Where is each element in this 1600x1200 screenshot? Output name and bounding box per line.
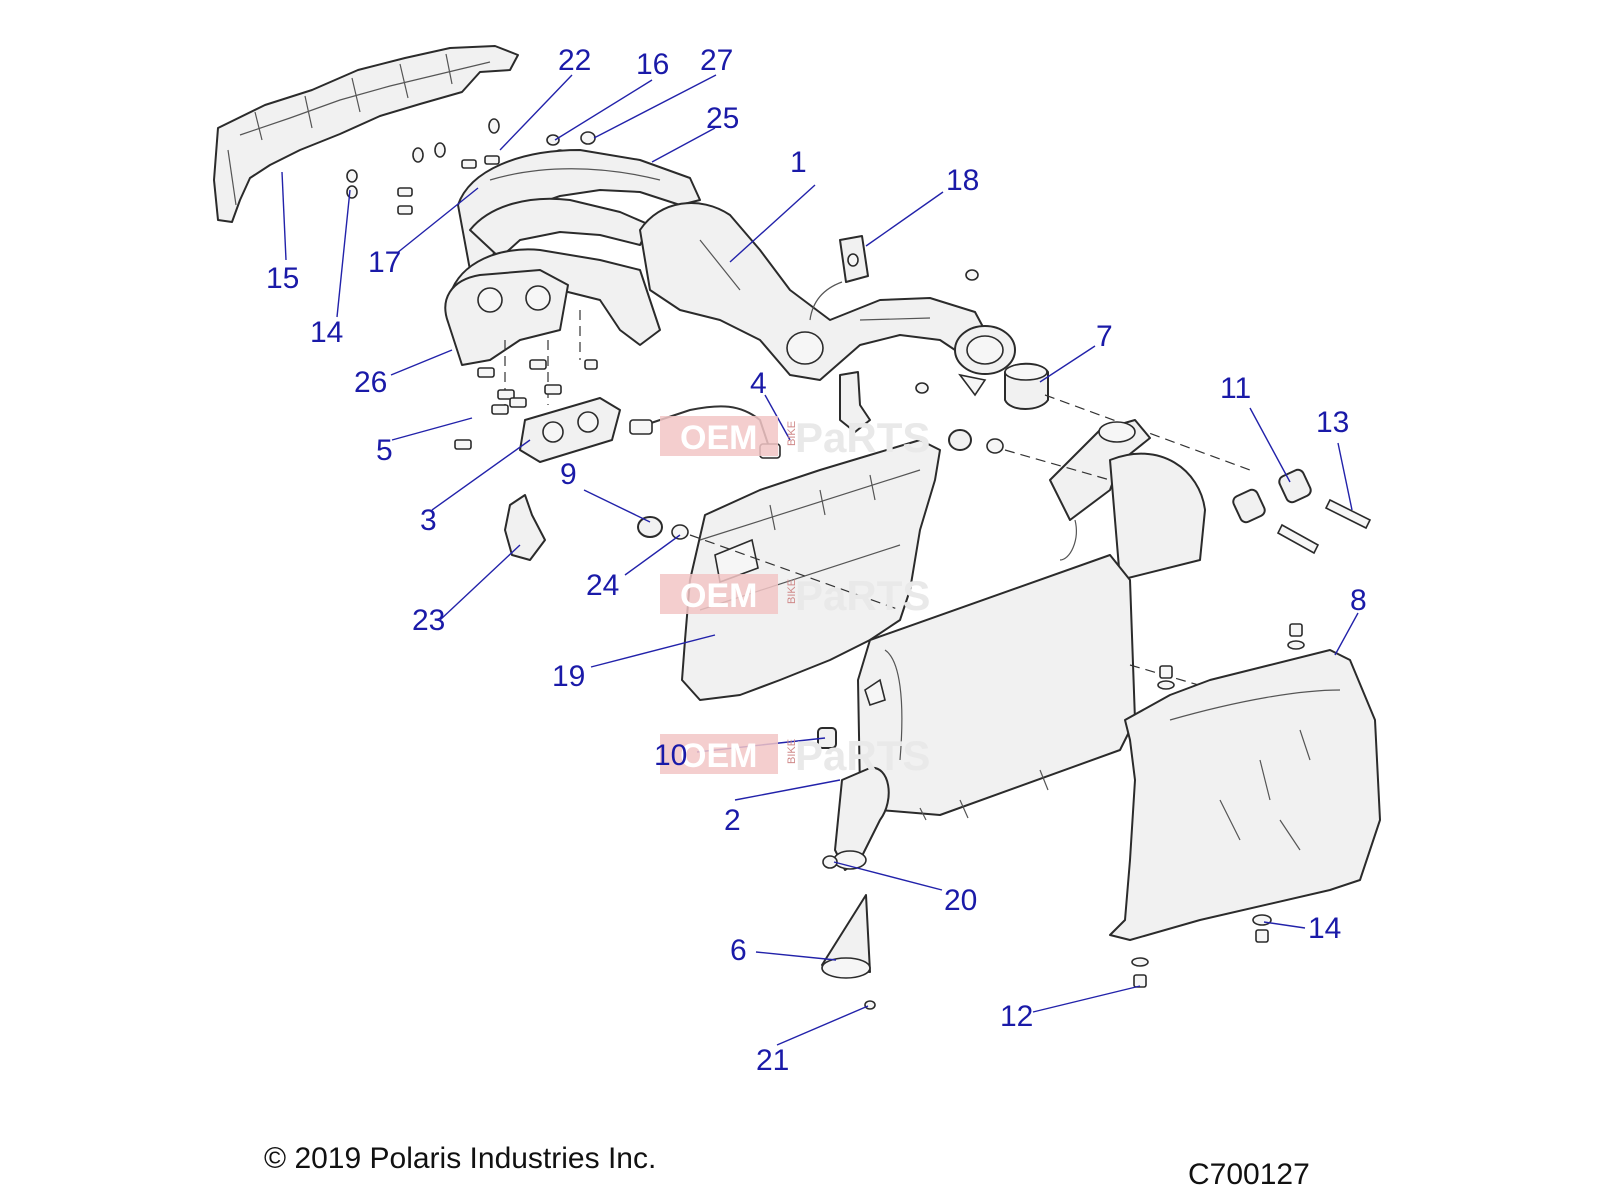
callout-12: 12 <box>1000 1000 1033 1033</box>
part-8-heat-shield <box>1109 649 1381 941</box>
callout-21: 21 <box>756 1044 789 1077</box>
part-18-hanger <box>809 235 869 321</box>
copyright-notice: © 2019 Polaris Industries Inc. <box>264 1142 657 1175</box>
callout-9: 9 <box>560 458 577 491</box>
clamp-bracket <box>839 371 871 433</box>
part-23-clamp <box>504 494 546 561</box>
callout-1: 1 <box>790 146 807 179</box>
centerline-7-11 <box>1044 394 1251 471</box>
callout-5: 5 <box>376 434 393 467</box>
callout-8: 8 <box>1350 584 1367 617</box>
part-15-heat-shield <box>213 45 519 223</box>
callout-22: 22 <box>558 44 591 77</box>
watermark-1: OEM BIKE PaRTS <box>660 414 930 461</box>
callout-13: 13 <box>1316 406 1349 439</box>
callout-2: 2 <box>724 804 741 837</box>
part-26-flange <box>444 269 581 405</box>
part-9-grommet <box>637 429 1004 540</box>
watermark-word-1: PaRTS <box>795 414 930 461</box>
callout-23: 23 <box>412 604 445 637</box>
callout-7: 7 <box>1096 320 1113 353</box>
callout-3: 3 <box>420 504 437 537</box>
callout-14-lower: 14 <box>1308 912 1341 945</box>
fastener-group-flange <box>454 359 598 450</box>
callout-20: 20 <box>944 884 977 917</box>
watermark-bike-1: BIKE <box>786 421 798 446</box>
centerline-9-grommet <box>689 534 901 611</box>
part-13-bolts <box>1276 498 1372 555</box>
watermark-brand-2: OEM <box>680 577 757 615</box>
watermark-3: OEM BIKE PaRTS <box>660 732 930 779</box>
part-3-gasket <box>519 397 621 463</box>
callout-17: 17 <box>368 246 401 279</box>
part-2-muffler <box>833 419 1206 871</box>
callout-19: 19 <box>552 660 585 693</box>
watermark-brand-3: OEM <box>680 737 757 775</box>
callout-15: 15 <box>266 262 299 295</box>
watermark-2: OEM BIKE PaRTS <box>660 572 930 619</box>
watermark-word-2: PaRTS <box>795 572 930 619</box>
callout-18: 18 <box>946 164 979 197</box>
callout-14-upper: 14 <box>310 316 343 349</box>
callout-6: 6 <box>730 934 747 967</box>
nut-small <box>915 382 929 394</box>
watermark-word-3: PaRTS <box>795 732 930 779</box>
part-1-catalytic-pipe <box>639 202 1016 397</box>
callout-16: 16 <box>636 48 669 81</box>
part-7-seal-ring <box>1004 362 1049 410</box>
callout-25: 25 <box>706 102 739 135</box>
callout-10: 10 <box>654 739 687 772</box>
part-10-spring <box>817 727 837 749</box>
callout-27: 27 <box>700 44 733 77</box>
callout-4: 4 <box>750 367 767 400</box>
leader-lines <box>281 74 1359 1046</box>
diagram-code: C700127 <box>1188 1158 1310 1191</box>
nut-small-2 <box>965 269 979 281</box>
watermark-bike-3: BIKE <box>786 739 798 764</box>
watermark-brand-1: OEM <box>680 419 757 457</box>
callout-11: 11 <box>1220 372 1251 405</box>
part-11-springs <box>1232 468 1312 524</box>
callout-26: 26 <box>354 366 387 399</box>
callout-24: 24 <box>586 569 619 602</box>
callout-labels: 1 2 3 4 5 6 7 8 9 10 11 12 13 14 14 15 1… <box>266 44 1367 1077</box>
part-6-spark-arrestor <box>821 894 871 979</box>
centerline-9b-grommet <box>1004 449 1111 481</box>
watermark-bike-2: BIKE <box>786 579 798 604</box>
